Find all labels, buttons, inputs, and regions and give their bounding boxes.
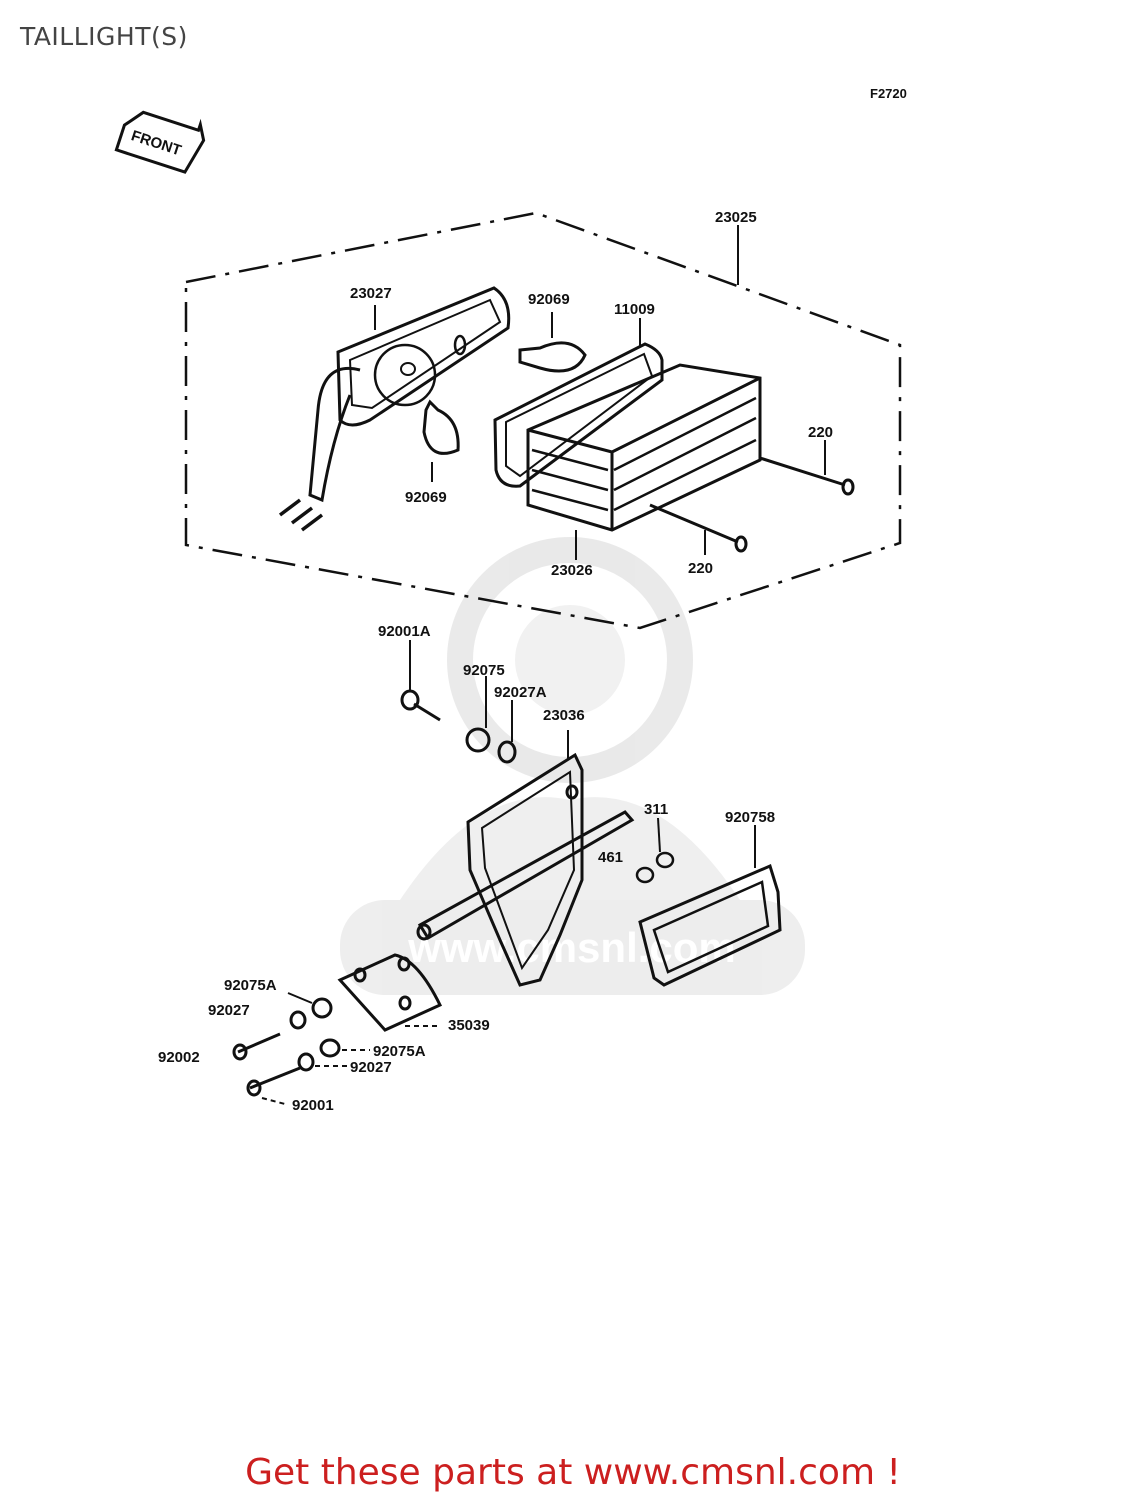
lamp-housing [278, 286, 511, 532]
part-label-92002: 92002 [158, 1049, 200, 1066]
part-label-220-bottom: 220 [688, 560, 713, 577]
watermark-text: www.cmsnl.com [407, 924, 736, 971]
bolt-92002 [232, 1032, 281, 1061]
part-label-92027-lower: 92027 [350, 1059, 392, 1076]
bulb-lower [422, 399, 460, 482]
part-label-311: 311 [644, 801, 668, 818]
part-label-92027A: 92027A [494, 684, 547, 701]
watermark-logo: www.cmsnl.com [340, 537, 805, 995]
bushing-92027A [497, 700, 517, 764]
exploded-parts-diagram: www.cmsnl.com F2720 FRONT [114, 86, 907, 1114]
screw-bottom [649, 503, 748, 555]
taillight-assembly-boundary [184, 211, 902, 630]
part-label-23027: 23027 [350, 285, 392, 302]
part-label-92075A-lower: 92075A [373, 1043, 426, 1060]
washer-311 [655, 817, 675, 869]
gasket [493, 318, 664, 488]
collar-92027-upper [289, 1010, 307, 1030]
page-title: TAILLIGHT(S) [20, 22, 188, 51]
washer-461 [635, 866, 655, 884]
collar-92075 [465, 676, 491, 753]
part-label-23025: 23025 [715, 209, 757, 226]
part-label-23036: 23036 [543, 707, 585, 724]
lens [526, 363, 762, 560]
collar-92027-lower [297, 1052, 348, 1072]
front-label: FRONT [129, 127, 183, 159]
part-label-92075: 92075 [463, 662, 505, 679]
part-label-920758: 920758 [725, 809, 775, 826]
license-plate-light-920758 [638, 825, 782, 987]
rubber-92075A-upper [287, 992, 333, 1019]
front-arrow-icon: FRONT [114, 110, 206, 174]
screw-right [759, 440, 855, 496]
bolt-92001 [246, 1066, 301, 1105]
bolt-92001A [400, 640, 441, 722]
shaft [416, 810, 635, 941]
part-label-92001A: 92001A [378, 623, 431, 640]
part-label-23026: 23026 [551, 562, 593, 579]
plate-35039 [337, 953, 443, 1032]
part-label-11009: 11009 [614, 301, 655, 318]
part-label-92075A-upper: 92075A [224, 977, 277, 994]
part-label-220-right: 220 [808, 424, 833, 441]
diagram-code: F2720 [870, 86, 907, 101]
get-parts-link[interactable]: Get these parts at www.cmsnl.com ! [245, 1452, 901, 1493]
part-label-461: 461 [598, 849, 623, 866]
part-label-35039: 35039 [448, 1017, 490, 1034]
bulb-upper [518, 312, 587, 373]
part-label-92001: 92001 [292, 1097, 334, 1114]
part-label-92069-top: 92069 [528, 291, 570, 308]
part-label-92027-upper: 92027 [208, 1002, 250, 1019]
rubber-92075A-lower [319, 1038, 370, 1058]
part-label-92069-bottom: 92069 [405, 489, 447, 506]
